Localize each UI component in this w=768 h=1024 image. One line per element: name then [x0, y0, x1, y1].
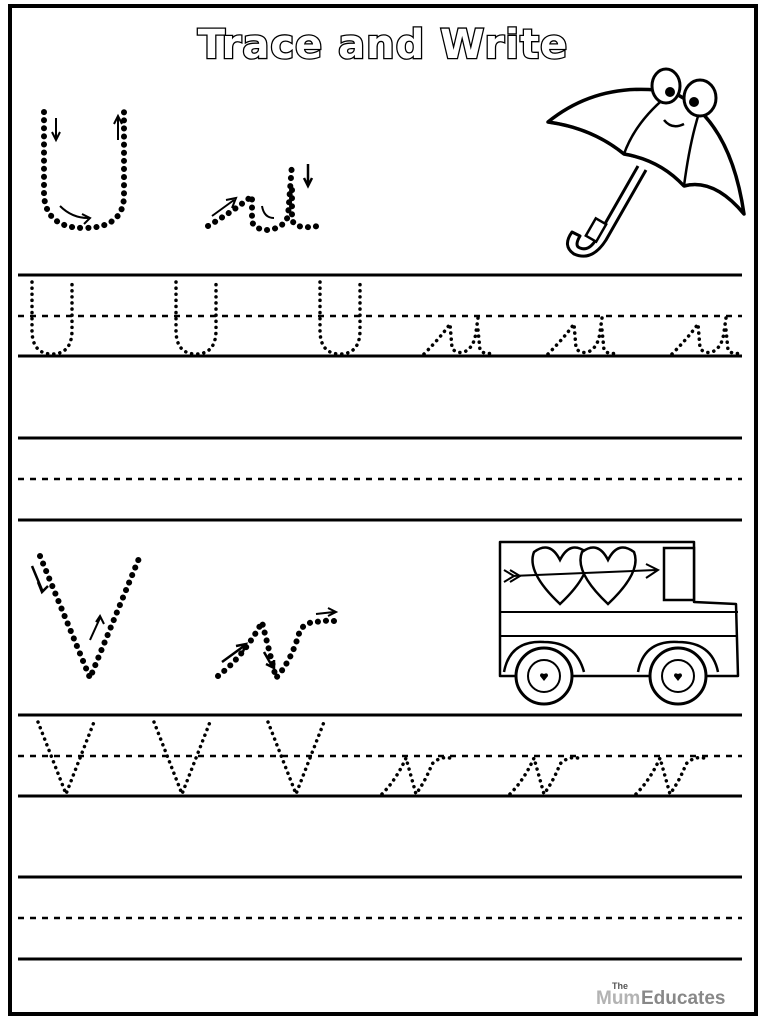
arrow-down-icon [51, 118, 61, 143]
arrow-up-icon [113, 113, 123, 140]
trace-letter-v-upper[interactable] [152, 720, 212, 799]
trace-letter-u-upper[interactable] [30, 280, 74, 356]
trace-letter-v-lower[interactable] [508, 752, 580, 798]
arrow-curve-icon [59, 205, 92, 225]
trace-letter-u-lower[interactable] [670, 316, 744, 356]
arrow-curve-icon [261, 205, 275, 219]
worksheet-title: Trace and Write [198, 22, 569, 68]
umbrella-icon [546, 67, 746, 258]
trace-letter-v-upper[interactable] [266, 720, 326, 799]
brand-logo: The Mum Educates [596, 981, 725, 1009]
arrow-down-right-icon [30, 565, 49, 595]
trace-letter-u-upper[interactable] [318, 280, 362, 356]
model-letter-u-upper [41, 109, 127, 232]
trace-letter-v-lower[interactable] [380, 752, 452, 798]
model-letter-u-lower [205, 161, 321, 234]
trace-row-v[interactable] [36, 720, 706, 799]
brand-mum-text: Mum [596, 988, 640, 1009]
trace-letter-u-upper[interactable] [174, 280, 218, 356]
brand-educates-text: Educates [641, 988, 725, 1009]
page-border [8, 4, 758, 1016]
trace-letter-u-lower[interactable] [422, 316, 496, 356]
model-letter-v-lower [215, 607, 343, 685]
trace-letter-v-lower[interactable] [634, 752, 706, 798]
section-v [18, 540, 742, 961]
trace-letter-v-upper[interactable] [36, 720, 96, 799]
arrow-down-icon [302, 164, 314, 189]
arrow-up-right-icon [211, 196, 238, 217]
arrow-down-right-icon [262, 651, 276, 671]
truck-icon [498, 540, 740, 706]
arrow-right-icon [315, 607, 339, 617]
brand-small-text: The [612, 981, 628, 991]
trace-letter-u-lower[interactable] [546, 316, 620, 356]
trace-row-u[interactable] [30, 280, 744, 356]
model-letter-v-upper [30, 553, 143, 686]
arrow-up-right-icon [221, 642, 249, 664]
section-u [18, 67, 746, 522]
arrow-up-right-icon [89, 614, 105, 641]
